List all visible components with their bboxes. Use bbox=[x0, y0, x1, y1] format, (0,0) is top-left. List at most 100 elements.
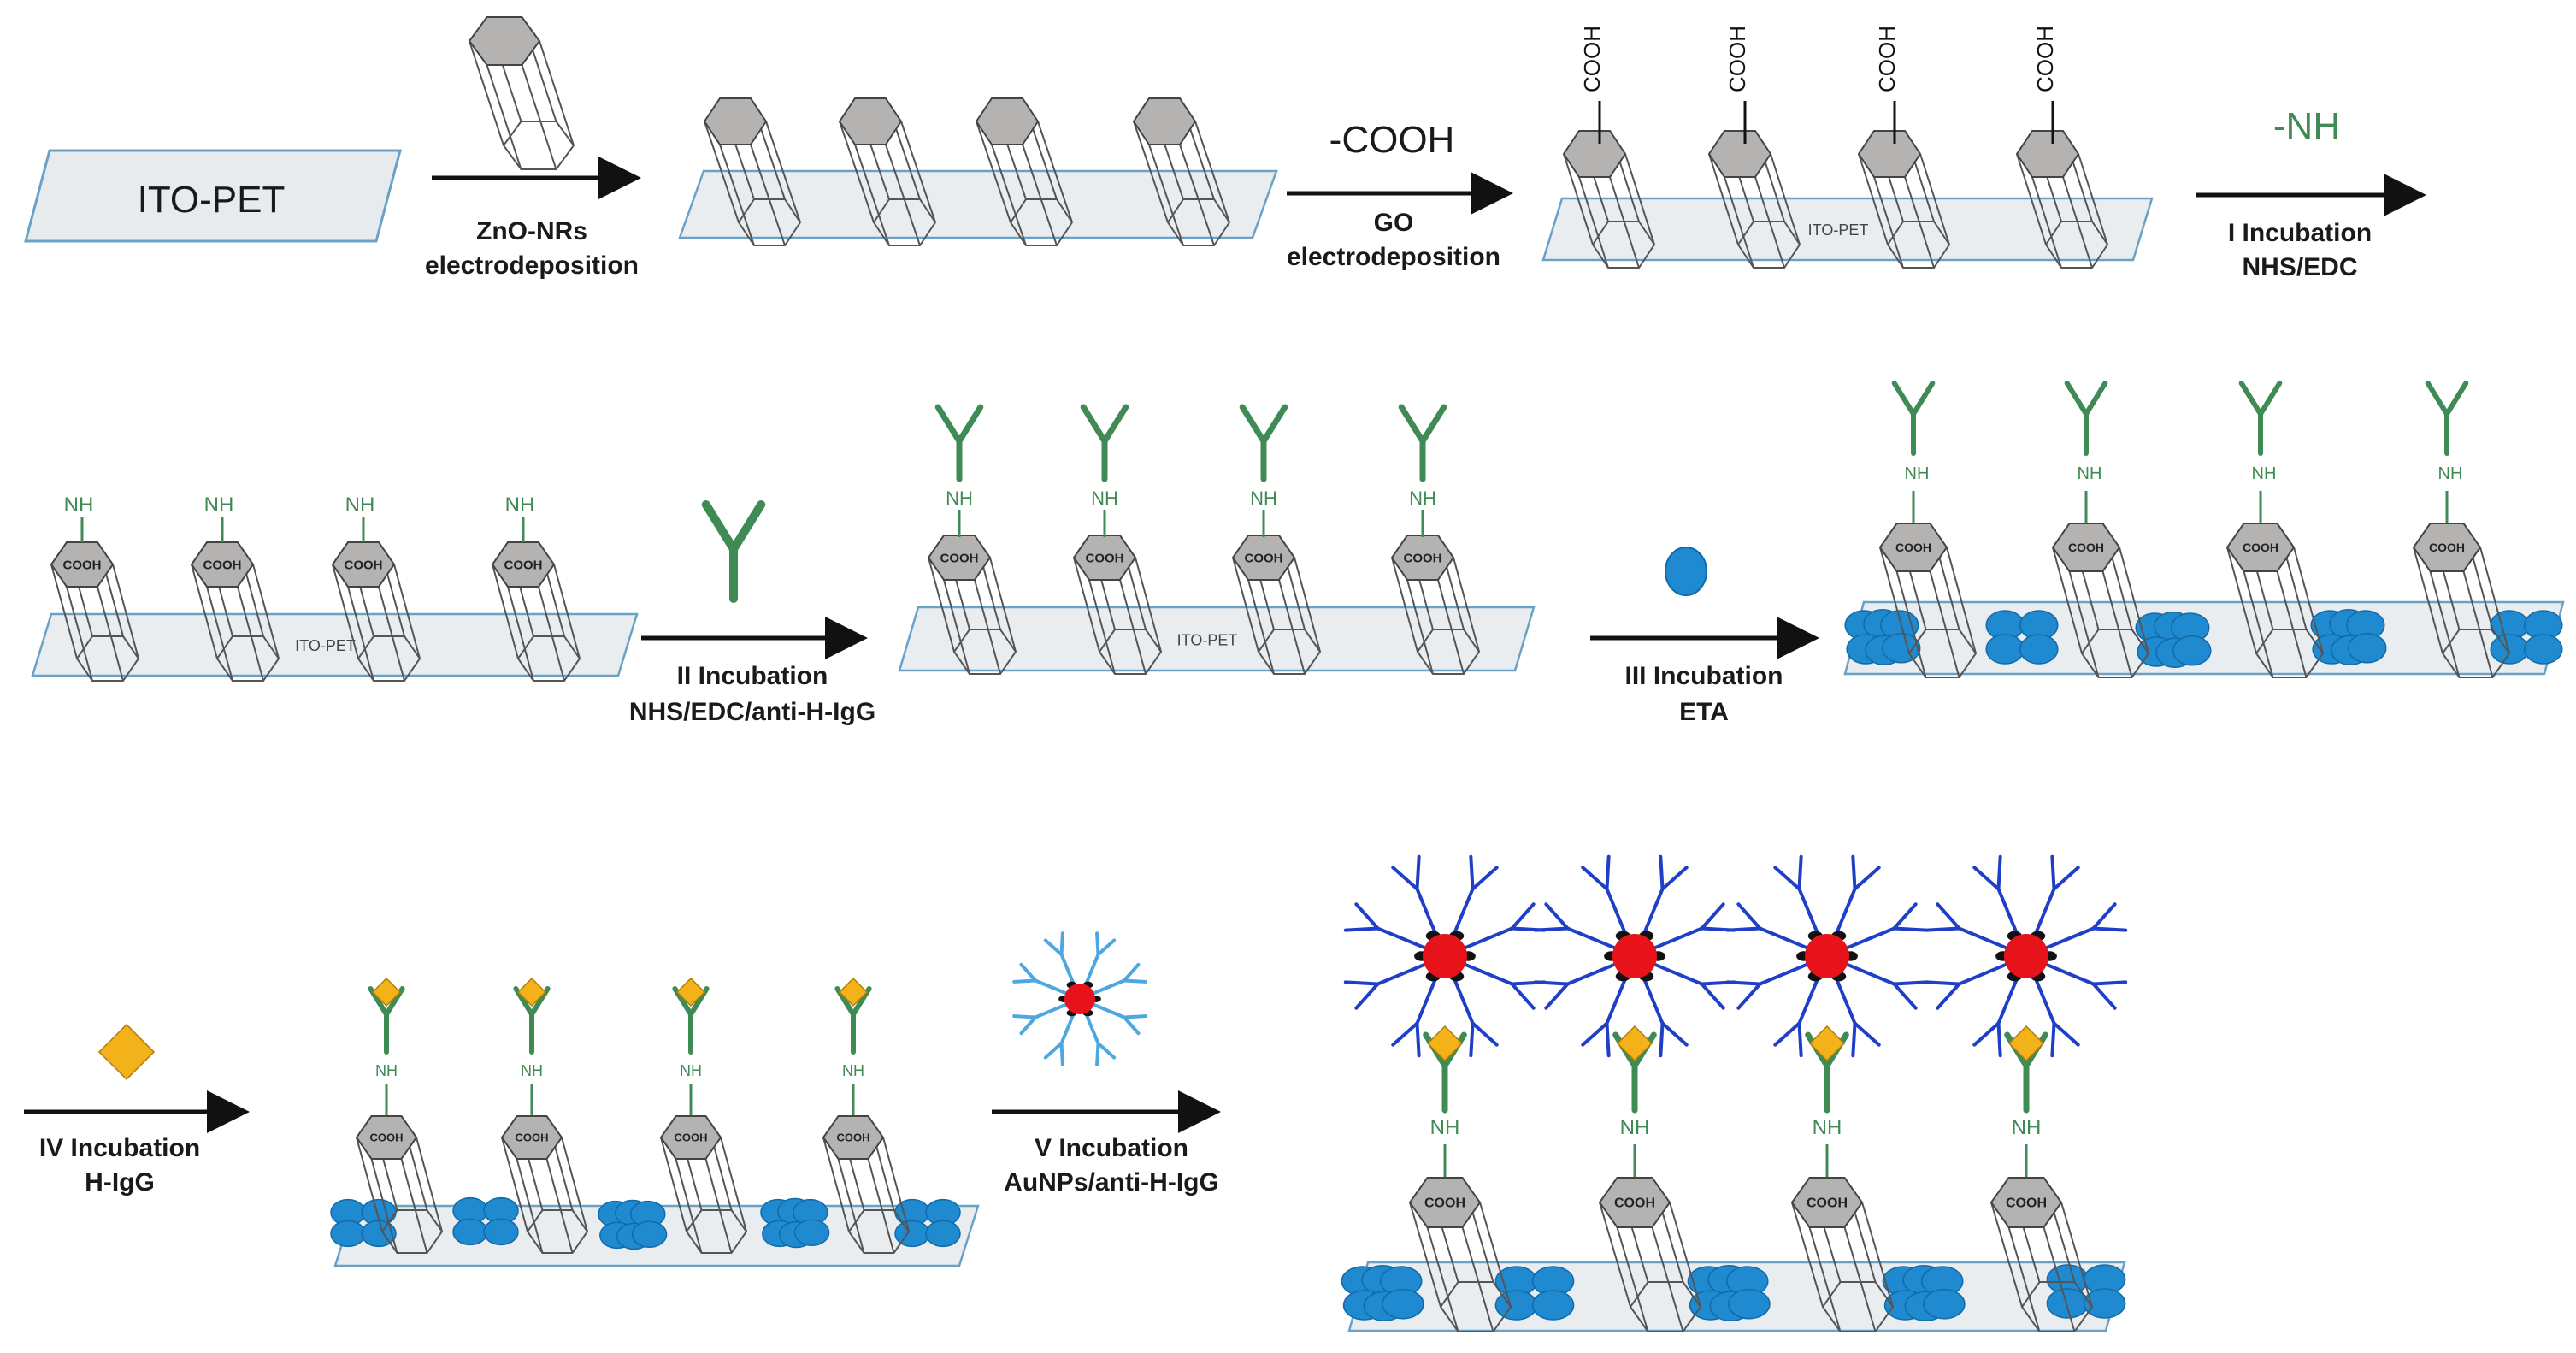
nanorod-edge bbox=[501, 1137, 528, 1232]
nanorod-base bbox=[502, 121, 575, 170]
nanorod-edge bbox=[991, 144, 1027, 246]
cooh-group: COOH bbox=[1874, 26, 1900, 92]
antibody-branch bbox=[2091, 982, 2117, 1010]
nanorod-edge bbox=[516, 1158, 544, 1254]
gold-nanoparticle bbox=[1612, 934, 1657, 978]
eta-cluster bbox=[1687, 1264, 1771, 1322]
cooh-label: COOH bbox=[516, 1131, 549, 1144]
antibody-branch bbox=[1892, 982, 1918, 1010]
zno-nanorod: COOH bbox=[1390, 535, 1481, 675]
antibody-branch bbox=[1376, 962, 1426, 986]
nanorod-cap bbox=[1989, 1177, 2063, 1228]
nh-label: NH bbox=[1905, 464, 1930, 483]
eta-molecule bbox=[631, 1220, 668, 1248]
antibody-branch bbox=[1758, 926, 1808, 950]
nanorod-cap bbox=[1598, 1177, 1671, 1228]
aunp-conjugate-icon bbox=[1012, 931, 1147, 1066]
nanorod-edge bbox=[356, 1137, 383, 1232]
antibody-branch bbox=[1533, 926, 1570, 932]
step-6-line-2: H-IgG bbox=[85, 1168, 155, 1196]
nh-label: NH bbox=[204, 493, 234, 517]
nanorod-edge bbox=[112, 564, 139, 659]
antibody-branch bbox=[1415, 887, 1439, 937]
nanorod-cap bbox=[1408, 1177, 1482, 1228]
nh-label: NH bbox=[1430, 1116, 1460, 1139]
nanorod-base bbox=[516, 635, 581, 682]
nh-label: NH bbox=[946, 487, 973, 509]
step-5-line-1: III Incubation bbox=[1625, 662, 1783, 690]
nanorod-base bbox=[2255, 629, 2325, 678]
nanorod-edge bbox=[854, 144, 890, 246]
antibody-branch bbox=[2050, 854, 2056, 891]
nanorod-base bbox=[737, 198, 802, 246]
zno-nanorod: COOH bbox=[1878, 523, 1978, 678]
nanorod-cap bbox=[1878, 523, 1948, 572]
nanorod-edge bbox=[1873, 176, 1904, 269]
antigen-h-igg bbox=[675, 977, 706, 1007]
cooh-label: COOH bbox=[504, 558, 543, 572]
antibody-branch bbox=[1892, 980, 1929, 986]
nh-label: NH bbox=[1091, 487, 1118, 509]
nanorod-edge bbox=[1133, 121, 1169, 223]
eta-molecule bbox=[1923, 1289, 1966, 1320]
nanorod-edge bbox=[1119, 579, 1147, 675]
nanorod-edge bbox=[561, 1137, 588, 1232]
antibody-branch bbox=[1641, 887, 1665, 937]
step-3-reagent: -NH bbox=[2273, 105, 2340, 147]
nanorod-base bbox=[847, 1209, 911, 1254]
antibody-branch bbox=[1996, 887, 2020, 937]
zno-nanorod bbox=[1707, 130, 1801, 269]
nanorod-edge bbox=[1599, 1202, 1631, 1308]
antibody-arm bbox=[1398, 404, 1426, 445]
zno-nanorod: COOH bbox=[1408, 1177, 1512, 1332]
antibody-arm bbox=[1080, 404, 1108, 445]
eta-molecule bbox=[2524, 634, 2563, 665]
nanorod-edge bbox=[539, 40, 575, 146]
nanorod-edge bbox=[974, 579, 1001, 675]
nanorod-edge bbox=[928, 557, 955, 653]
step-1-line-1: ZnO-NRs bbox=[476, 217, 587, 245]
antibody-branch bbox=[1471, 866, 1499, 891]
antibody-branch bbox=[1659, 854, 1665, 891]
antibody-branch bbox=[1797, 1021, 1803, 1058]
nanorod-edge bbox=[2007, 1226, 2041, 1332]
antibody-branch bbox=[1464, 926, 1514, 950]
antibody-branch bbox=[1059, 1041, 1064, 1066]
zno-nanorod: COOH bbox=[2051, 523, 2150, 678]
antibody-branch bbox=[1605, 975, 1629, 1025]
zno-nanorod bbox=[1857, 130, 1951, 269]
antibody-arm bbox=[2084, 381, 2108, 417]
antibody-branch bbox=[1083, 1011, 1100, 1045]
eta-cluster bbox=[1341, 1264, 1424, 1322]
zno-nanorod bbox=[703, 97, 802, 246]
nanorod-base bbox=[1736, 221, 1801, 269]
antibody-branch bbox=[1083, 953, 1100, 987]
antibody-branch bbox=[1122, 1015, 1141, 1036]
antibody-branch bbox=[1391, 1021, 1419, 1047]
eta-molecule bbox=[1382, 1289, 1424, 1320]
nanorod-edge bbox=[720, 1137, 747, 1232]
antibody-branch bbox=[1996, 1021, 2002, 1058]
nanorod-cap bbox=[2015, 130, 2080, 178]
zno-nanorod: COOH bbox=[1231, 535, 1322, 675]
antibody-arm bbox=[1101, 404, 1129, 445]
antigen-h-igg bbox=[371, 977, 402, 1007]
nanorod-cap bbox=[331, 541, 396, 588]
eta-cluster bbox=[1494, 1266, 1575, 1321]
zno-nanorod-icon bbox=[468, 16, 575, 170]
antibody-branch bbox=[1957, 962, 2007, 986]
capture-antibody bbox=[2425, 381, 2469, 456]
nanorod-edge bbox=[1669, 1202, 1701, 1308]
antibody-branch bbox=[1451, 887, 1475, 937]
zno-nanorod: COOH bbox=[1989, 1177, 2094, 1332]
nanorod-edge bbox=[66, 586, 93, 682]
antibody-branch bbox=[1059, 1011, 1076, 1045]
aunp-detection-antibody bbox=[1725, 854, 1929, 1058]
eta-cluster bbox=[1985, 610, 2059, 665]
nanorod-edge bbox=[252, 564, 280, 659]
nh-label: NH bbox=[2012, 1116, 2042, 1139]
nanorod-cap bbox=[1857, 130, 1922, 178]
